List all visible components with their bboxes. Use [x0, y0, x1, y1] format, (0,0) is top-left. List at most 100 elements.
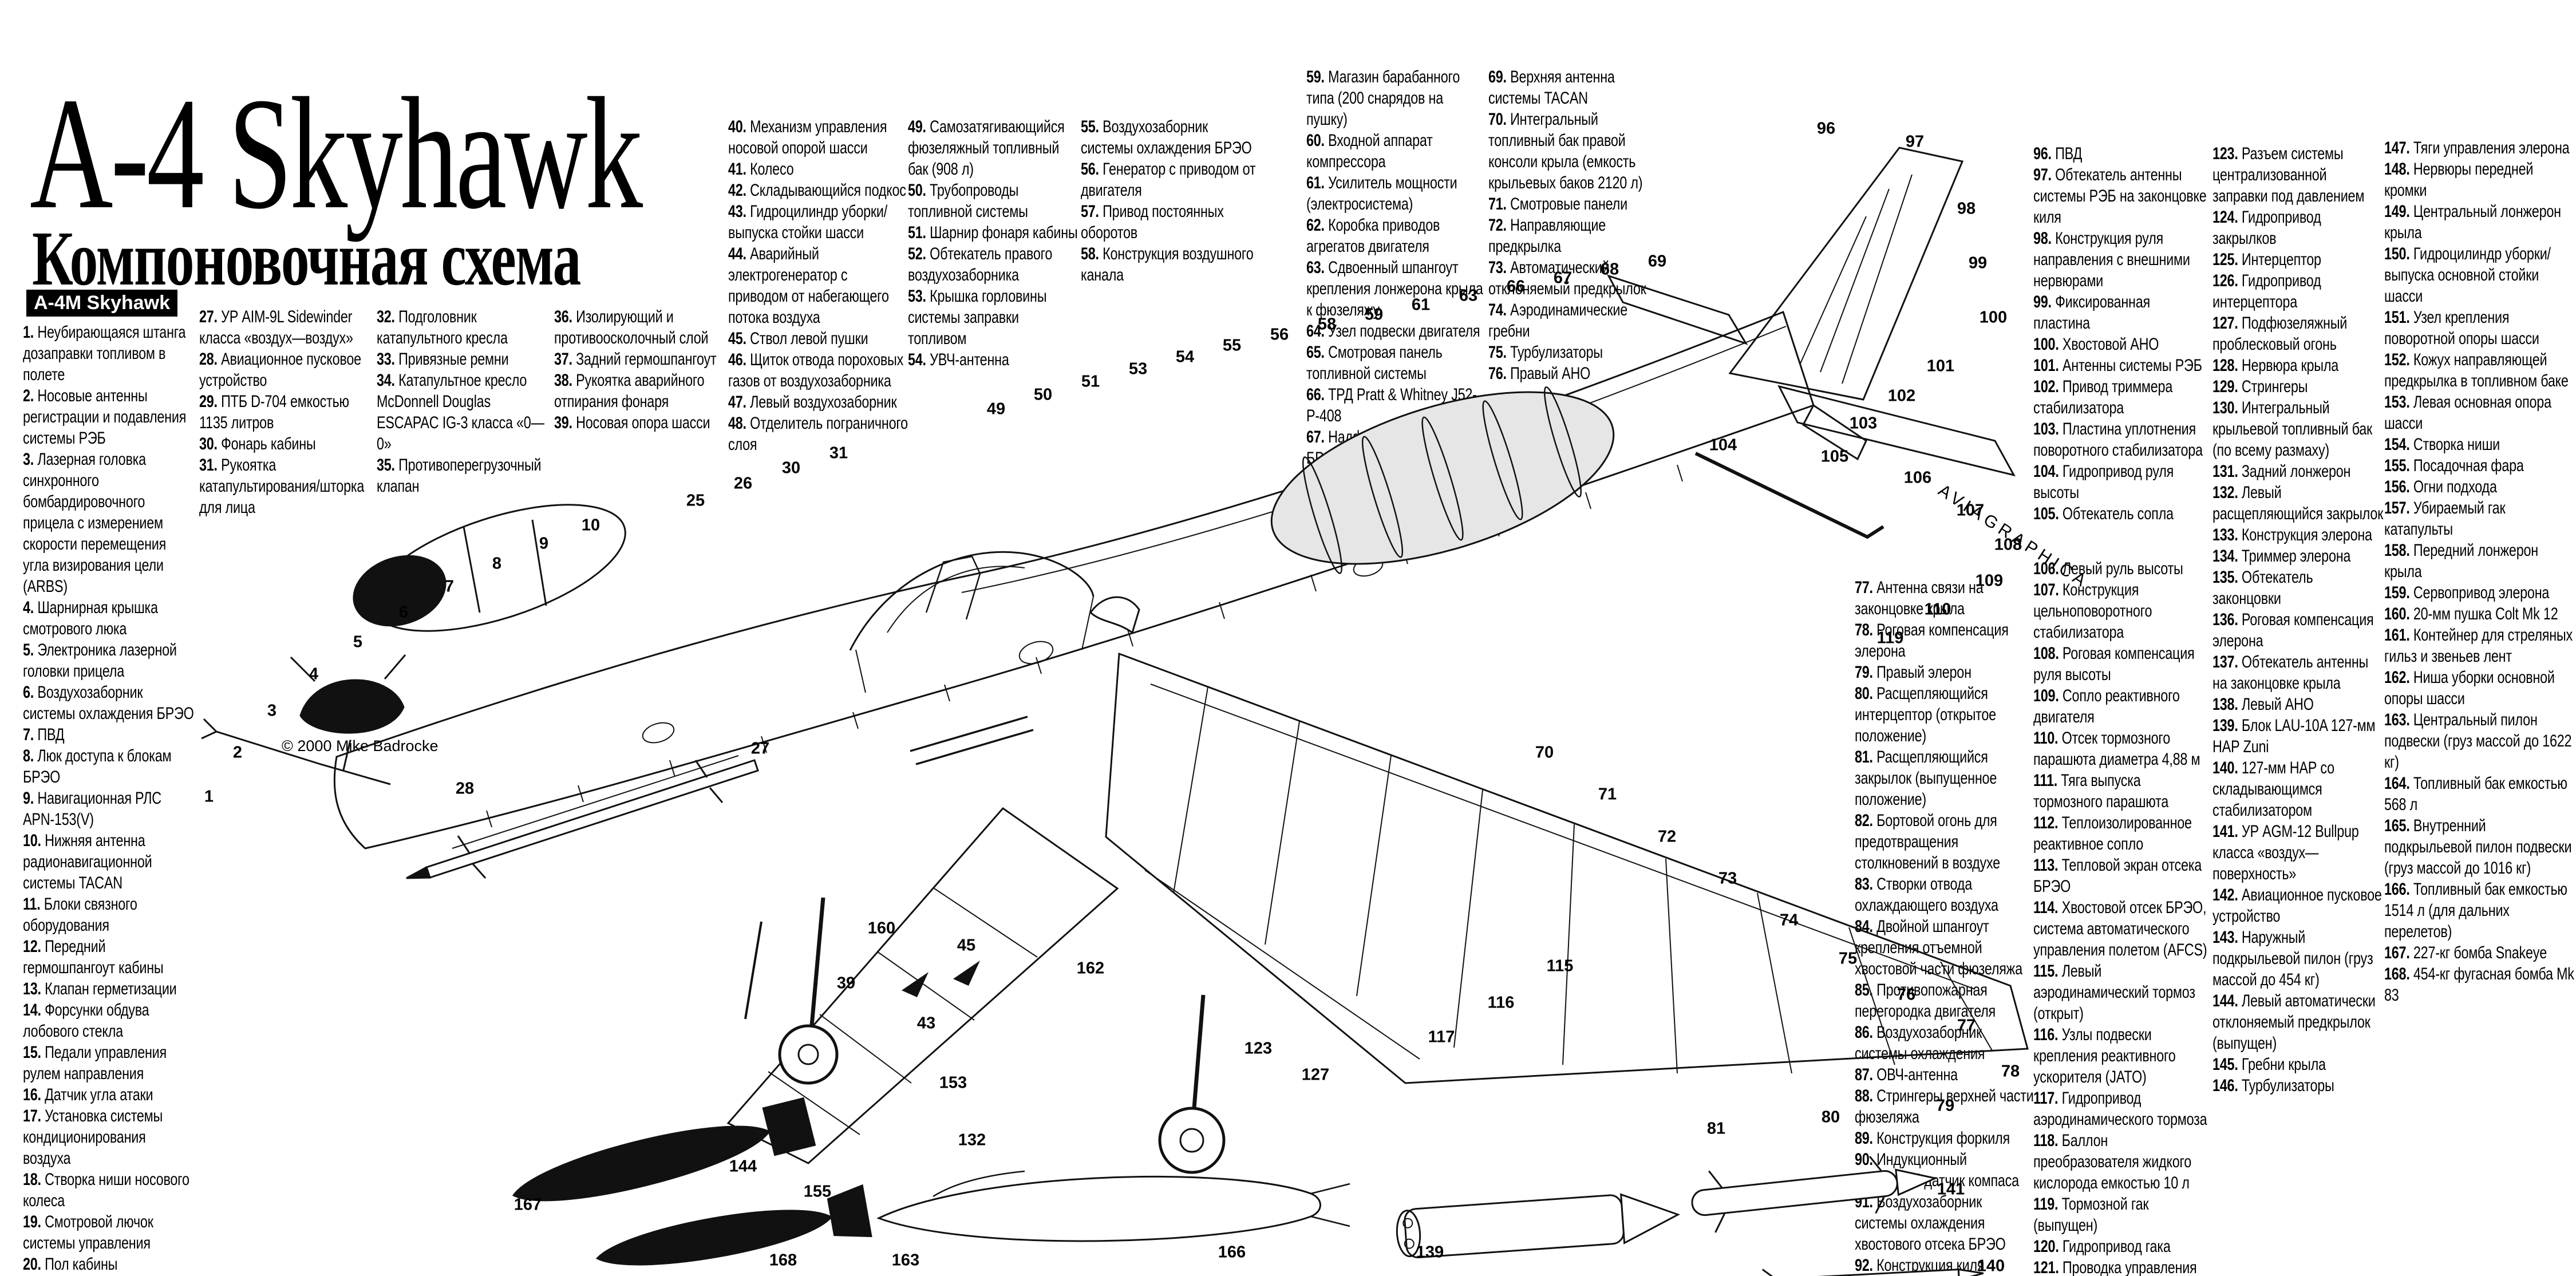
callout-number: 140 [1977, 1257, 2005, 1275]
part-item: 80. Расщепляющийся интерцептор (открытое… [1855, 684, 1996, 745]
callout-number: 2 [232, 743, 243, 762]
part-item: 37. Задний гермошпангоут [554, 350, 717, 369]
part-item: 1. Неубирающаяся штанга дозаправки топли… [23, 323, 186, 384]
callout-number: 162 [1076, 959, 1105, 978]
part-item: 38. Рукоятка аварийного отпирания фонаря [554, 371, 705, 411]
part-item: 128. Нервюра крыла [2212, 356, 2339, 375]
vertical-fin-drawing [1728, 147, 1964, 401]
callout-number: 56 [1270, 325, 1289, 344]
callout-number: 115 [1546, 957, 1574, 975]
part-item: 151. Узел крепления поворотной опоры шас… [2384, 308, 2539, 348]
part-item: 114. Хвостовой отсек БРЭО, система автом… [2033, 898, 2207, 959]
part-item: 3. Лазерная головка синхронного бомбарди… [23, 450, 167, 596]
callout-number: 39 [836, 974, 856, 993]
part-item: 117. Гидропривод аэродинамического тормо… [2033, 1089, 2207, 1129]
part-item: 109. Сопло реактивного двигателя [2033, 686, 2180, 726]
callout-number: 61 [1411, 295, 1431, 314]
part-item: 118. Баллон преобразователя жидкого кисл… [2033, 1131, 2192, 1192]
part-item: 66. ТРД Pratt & Whitney J52-P-408 [1306, 385, 1477, 425]
variant-badge: А-4M Skyhawk [26, 290, 177, 317]
part-item: 45. Ствол левой пушки [728, 329, 868, 348]
callout-number: 1 [204, 787, 214, 806]
part-item: 150. Гидроцилиндр уборки/выпуска основно… [2384, 244, 2551, 306]
callout-number: 50 [1033, 385, 1053, 404]
radome-drawing [353, 504, 626, 632]
part-item: 51. Шарнир фонаря кабины [908, 223, 1078, 242]
part-item: 65. Смотровая панель топливной системы [1306, 343, 1443, 383]
part-item: 168. 454-кг фугасная бомба Mk 83 [2384, 965, 2574, 1005]
part-item: 148. Нервюры передней кромки [2384, 160, 2534, 200]
callout-number: 78 [2001, 1062, 2020, 1081]
part-item: 153. Левая основная опора шасси [2384, 393, 2551, 433]
callout-number: 96 [1816, 119, 1836, 138]
part-item: 103. Пластина уплотнения поворотного ста… [2033, 420, 2203, 460]
part-item: 131. Задний лонжерон [2212, 462, 2351, 481]
callout-number: 163 [891, 1251, 920, 1270]
part-list-column-13: 123. Разъем системы централизованной зап… [2212, 143, 2384, 1096]
part-item: 142. Авиационное пусковое устройство [2212, 886, 2382, 926]
part-item: 110. Отсек тормозного парашюта диаметра … [2033, 729, 2200, 769]
part-item: 83. Створки отвода охлаждающего воздуха [1855, 875, 1998, 915]
callout-number: 69 [1647, 252, 1667, 271]
part-item: 49. Самозатягивающийся фюзеляжный топлив… [908, 117, 1065, 179]
part-item: 35. Противоперегрузочный клапан [377, 456, 542, 496]
part-item: 6. Воздухозаборник системы охлаждения БР… [23, 683, 194, 723]
part-item: 9. Навигационная РЛС APN-153(V) [23, 789, 161, 829]
part-item: 73. Автоматический отклоняемый предкрыло… [1488, 258, 1646, 298]
part-item: 101. Антенны системы РЭБ [2033, 356, 2202, 375]
part-item: 106. Левый руль высоты [2033, 559, 2183, 578]
part-item: 163. Центральный пилон подвески (груз ма… [2384, 710, 2572, 772]
callout-number: 26 [733, 474, 753, 493]
part-item: 144. Левый автоматически отклоняемый пре… [2212, 991, 2376, 1053]
part-item: 74. Аэродинамические гребни [1488, 301, 1627, 341]
part-item: 100. Хвостовой АНО [2033, 335, 2159, 354]
part-item: 39. Носовая опора шасси [554, 413, 710, 432]
part-item: 164. Топливный бак емкостью 568 л [2384, 774, 2567, 814]
callout-number: 67 [1553, 268, 1573, 287]
callout-number: 3 [267, 701, 277, 720]
callout-number: 63 [1459, 286, 1478, 305]
part-item: 167. 227-кг бомба Snakeye [2384, 943, 2547, 962]
callout-number: 30 [781, 459, 801, 477]
part-item: 81. Расщепляющийся закрылок (выпущенное … [1855, 748, 1997, 809]
part-item: 41. Колесо [728, 160, 794, 179]
canopy-drawing [849, 551, 1095, 693]
callout-number: 70 [1535, 743, 1554, 762]
part-list-column-1: 1. Неубирающаяся штанга дозаправки топли… [23, 322, 195, 1276]
part-list-column-7: 55. Воздухозаборник системы охлаждения Б… [1081, 116, 1258, 286]
landing-gear-drawing [744, 897, 1226, 1174]
part-item: 87. ОВЧ-антенна [1855, 1065, 1958, 1084]
part-item: 111. Тяга выпуска тормозного парашюта [2033, 771, 2169, 811]
part-item: 50. Трубопроводы топливной системы [908, 181, 1028, 221]
part-item: 126. Гидропривод интерцептора [2212, 271, 2321, 311]
part-item: 96. ПВД [2033, 144, 2083, 163]
part-item: 166. Топливный бак емкостью 1514 л (для … [2384, 880, 2567, 941]
callout-number: 99 [1968, 254, 1988, 272]
callout-number: 76 [1897, 985, 1916, 1004]
callout-number: 132 [958, 1131, 986, 1149]
part-list-column-6: 49. Самозатягивающийся фюзеляжный топлив… [908, 116, 1080, 370]
callout-number: 108 [1994, 535, 2022, 554]
part-item: 162. Ниша уборки основной опоры шасси [2384, 668, 2555, 708]
part-item: 62. Коробка приводов агрегатов двигателя [1306, 216, 1440, 256]
part-item: 115. Левый аэродинамический тормоз (откр… [2033, 962, 2195, 1023]
sidewinder-missile-drawing [406, 755, 759, 879]
callout-number: 66 [1506, 277, 1526, 296]
callout-number: 28 [455, 779, 475, 798]
bomb-mk83-drawing [595, 1184, 872, 1266]
callout-number: 53 [1128, 360, 1148, 378]
part-item: 19. Смотровой лючок системы управления [23, 1212, 153, 1253]
part-item: 75. Турбулизаторы [1488, 343, 1603, 362]
callout-number: 9 [539, 534, 549, 553]
snakeye-bomb-drawing [512, 1097, 816, 1202]
callout-number: 139 [1416, 1243, 1444, 1262]
part-item: 146. Турбулизаторы [2212, 1076, 2334, 1095]
part-item: 28. Авиационное пусковое устройство [199, 350, 361, 390]
part-item: 134. Триммер элерона [2212, 547, 2351, 566]
callout-number: 5 [353, 633, 363, 651]
part-item: 18. Створка ниши носового колеса [23, 1170, 189, 1210]
